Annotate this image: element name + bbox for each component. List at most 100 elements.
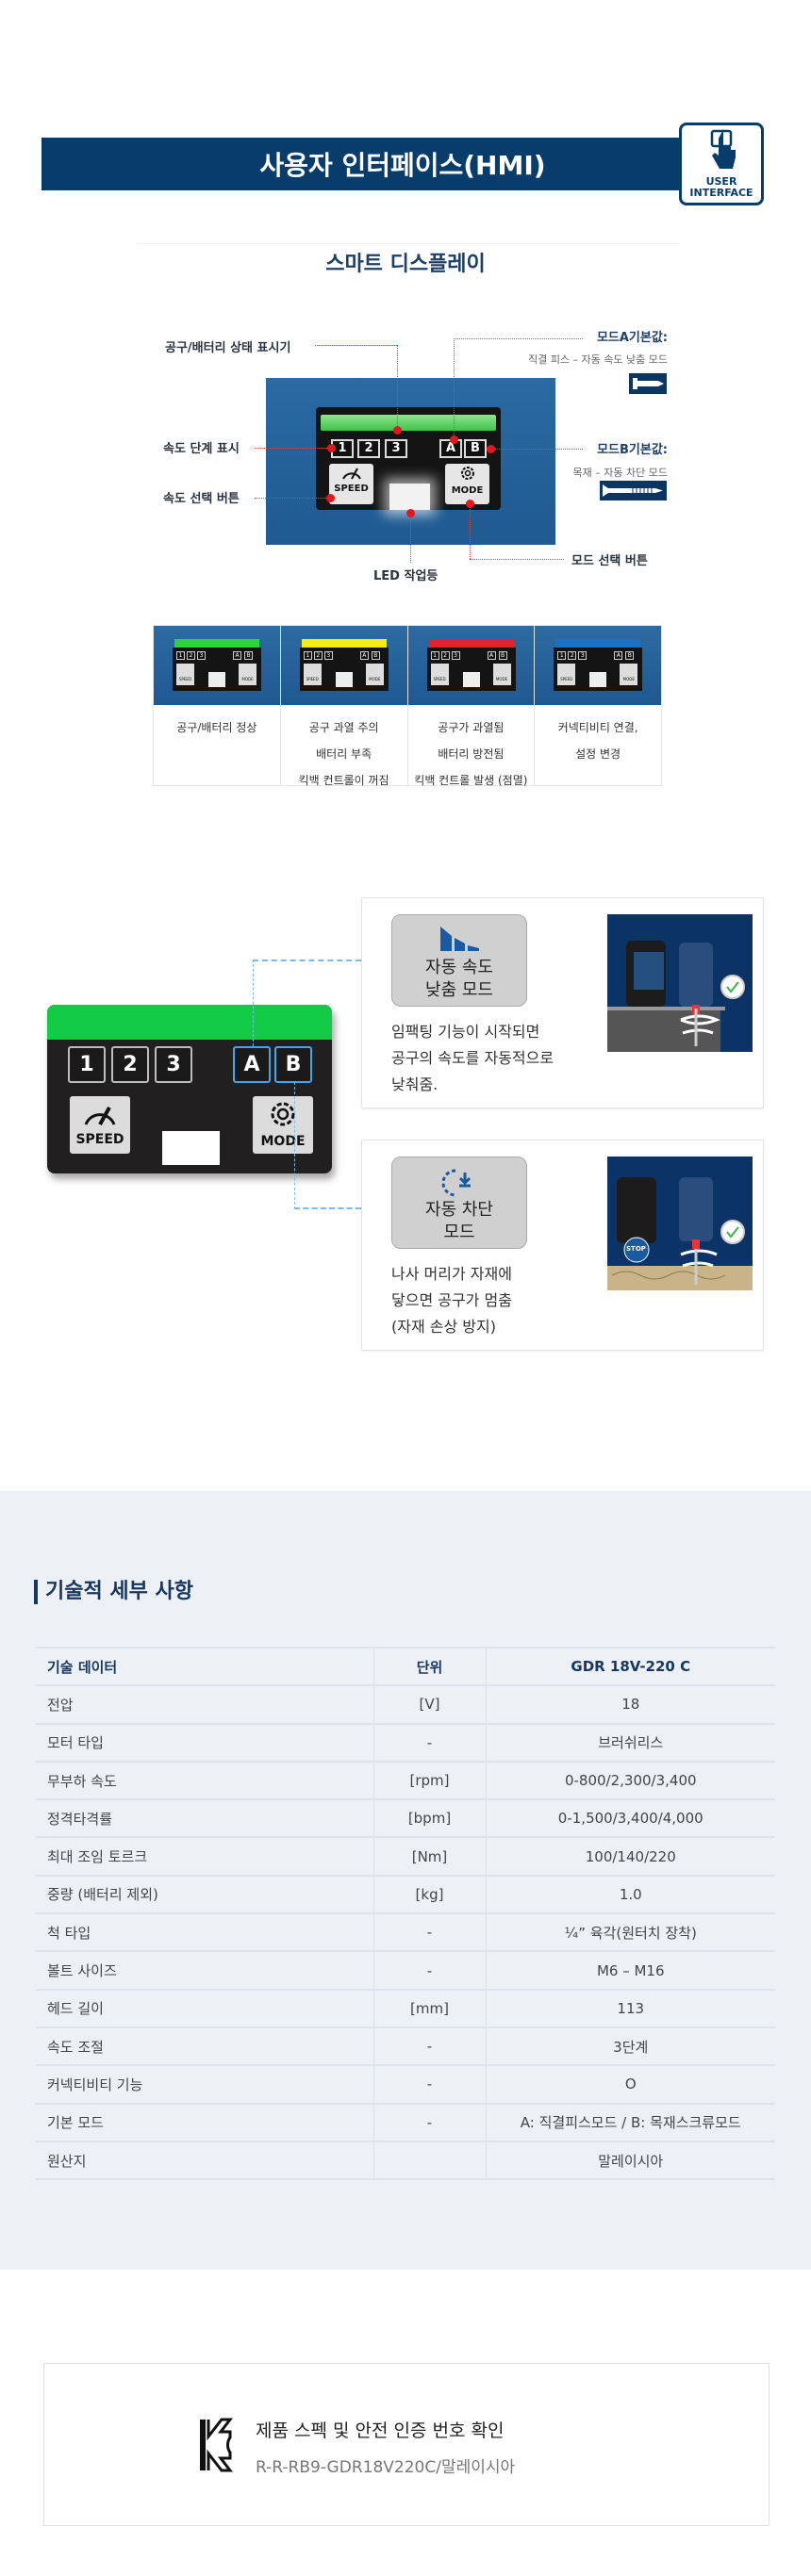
spec-name: 헤드 길이 [36, 1988, 374, 2028]
speed-key-2: 2 [357, 439, 380, 458]
table-row: 볼트 사이즈-M6 – M16 [36, 1950, 775, 1991]
desc-line: 닿으면 공구가 멈춤 [391, 1291, 512, 1309]
spec-name: 정격타격률 [36, 1798, 374, 1839]
table-row: 헤드 길이[mm]113 [36, 1988, 775, 2028]
spec-unit: - [373, 2102, 487, 2142]
header-tech-data: 기술 데이터 [36, 1646, 374, 1687]
mode-title-line: 자동 차단 [425, 1200, 493, 1220]
mode-pill: 자동 차단 모드 [391, 1157, 527, 1249]
desc-line: 임팩팅 기능이 시작되면 [391, 1023, 540, 1041]
mode-description: 나사 머리가 자재에 닿으면 공구가 멈춤 (자재 손상 방지) [391, 1261, 512, 1340]
section-title-banner: 사용자 인터페이스(HMI) [41, 138, 679, 190]
user-interface-badge: USER INTERFACE [679, 123, 764, 205]
spec-name: 모터 타입 [36, 1722, 374, 1763]
speed-key-1: 1 [68, 1046, 106, 1083]
speedometer-icon [84, 1107, 116, 1125]
spec-name: 무부하 속도 [36, 1760, 374, 1801]
mini-key: 2 [440, 651, 450, 660]
mini-led [462, 672, 480, 687]
mini-key: A [233, 651, 241, 660]
mini-mode-button: MODE [365, 664, 384, 685]
spec-name: 기본 모드 [36, 2102, 374, 2142]
table-row: 전압[V]18 [36, 1684, 775, 1725]
table-row: 무부하 속도[rpm]0-800/2,300/3,400 [36, 1760, 775, 1801]
spec-unit: [mm] [373, 1988, 487, 2028]
spec-name: 원산지 [36, 2140, 374, 2181]
desc-line: 나사 머리가 자재에 [391, 1265, 512, 1283]
desc-line: 낮춰줌. [391, 1075, 439, 1093]
callout-dot [393, 426, 402, 435]
spec-name: 최대 조임 토르크 [36, 1836, 374, 1877]
status-text-line: 킥백 컨트롤이 꺼짐 [298, 774, 389, 787]
mini-key: 2 [313, 651, 323, 660]
table-row: 모터 타입-브러쉬리스 [36, 1722, 775, 1763]
led-work-light [389, 484, 430, 510]
label-mode-b-desc: 목재 – 자동 차단 모드 [572, 467, 668, 479]
wood-screw-icon [600, 481, 667, 500]
section-title: 사용자 인터페이스(HMI) [259, 150, 546, 181]
speed-button: SPEED [329, 464, 373, 504]
spec-name: 커넥티비티 기능 [36, 2064, 374, 2105]
table-row: 기본 모드-A: 직결피스모드 / B: 목재스크류모드 [36, 2102, 775, 2142]
mode-key-b: B [464, 439, 487, 458]
label-status-indicator: 공구/배터리 상태 표시기 [165, 341, 291, 355]
mini-key: 3 [323, 651, 333, 660]
callout-dot [487, 445, 495, 453]
kc-title: 제품 스펙 및 안전 인증 번호 확인 [256, 2420, 505, 2441]
mini-key: 3 [578, 651, 588, 660]
status-light-bar [321, 415, 496, 431]
spec-value: 18 [486, 1684, 775, 1725]
mode-button: MODE [445, 464, 489, 504]
label-mode-button: 모드 선택 버튼 [571, 554, 648, 568]
table-header-row: 기술 데이터 단위 GDR 18V-220 C [36, 1646, 775, 1687]
speed-key-3: 3 [385, 439, 407, 458]
status-color-bar [428, 639, 514, 648]
table-row: 속도 조절-3단계 [36, 2026, 775, 2067]
mini-key: 3 [197, 651, 206, 660]
auto-shutoff-icon [441, 1169, 472, 1197]
spec-unit: [Nm] [373, 1836, 487, 1877]
spec-value: 0-800/2,300/3,400 [486, 1760, 775, 1801]
spec-name: 중량 (배터리 제외) [36, 1874, 374, 1915]
spec-unit: - [373, 2026, 487, 2067]
mode-pill: 자동 속도 낮춤 모드 [391, 914, 527, 1007]
mini-key: 2 [568, 651, 577, 660]
status-color-bar [174, 639, 259, 648]
divider [137, 243, 679, 244]
desc-line: (자재 손상 방지) [391, 1318, 496, 1336]
table-row: 최대 조임 토르크[Nm]100/140/220 [36, 1836, 775, 1877]
desc-line: 공구의 속도를 자동적으로 [391, 1049, 554, 1067]
stop-badge: STOP [626, 1245, 646, 1253]
status-text-line: 공구/배터리 정상 [176, 721, 257, 734]
mini-key: B [371, 651, 380, 660]
badge-line-2: INTERFACE [689, 187, 753, 199]
auto-speed-illustration [607, 914, 753, 1052]
mini-key: A [359, 651, 369, 660]
mode-button: MODE [253, 1096, 313, 1154]
mini-key: A [487, 651, 496, 660]
header-model: GDR 18V-220 C [486, 1646, 775, 1687]
header-unit: 단위 [373, 1646, 487, 1687]
mini-mode-button: MODE [620, 664, 638, 685]
mini-led [589, 672, 607, 687]
mini-key: 1 [430, 651, 439, 660]
spec-unit: [bpm] [373, 1798, 487, 1839]
spec-name: 척 타입 [36, 1912, 374, 1953]
callout-dot [450, 435, 458, 444]
mini-led [335, 672, 353, 687]
device-display-photo: 1 2 3 A B SPEED MODE [266, 378, 555, 545]
mini-led [208, 672, 225, 687]
speed-key-3: 3 [155, 1046, 192, 1083]
status-description: 공구/배터리 정상 [154, 705, 280, 741]
